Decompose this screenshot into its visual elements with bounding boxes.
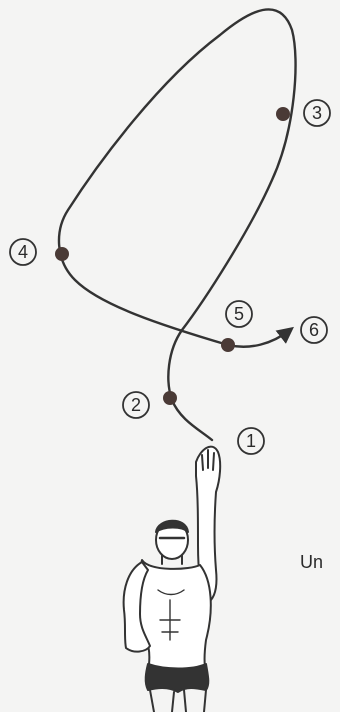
svg-text:4: 4	[18, 242, 28, 262]
point-label-1: 1	[238, 428, 264, 454]
point-label-5: 5	[226, 301, 252, 327]
swimmer-trunks	[146, 664, 209, 692]
svg-text:2: 2	[131, 395, 141, 415]
svg-text:3: 3	[312, 103, 322, 123]
svg-text:6: 6	[309, 320, 319, 340]
swimmer-legs	[150, 690, 206, 712]
trajectory-path	[59, 9, 296, 440]
trajectory-point-2	[163, 391, 177, 405]
side-text: Un	[300, 552, 323, 573]
trajectory-point-4	[55, 247, 69, 261]
point-label-3: 3	[304, 100, 330, 126]
trajectory-point-5	[221, 338, 235, 352]
trajectory-point-3	[276, 107, 290, 121]
swimmer-figure	[124, 447, 221, 712]
swimmer-torso	[137, 560, 211, 675]
point-label-6: 6	[301, 317, 327, 343]
trajectory-arrow	[228, 330, 290, 347]
point-label-2: 2	[123, 392, 149, 418]
svg-text:1: 1	[246, 431, 256, 451]
point-label-4: 4	[10, 239, 36, 265]
svg-text:5: 5	[234, 304, 244, 324]
